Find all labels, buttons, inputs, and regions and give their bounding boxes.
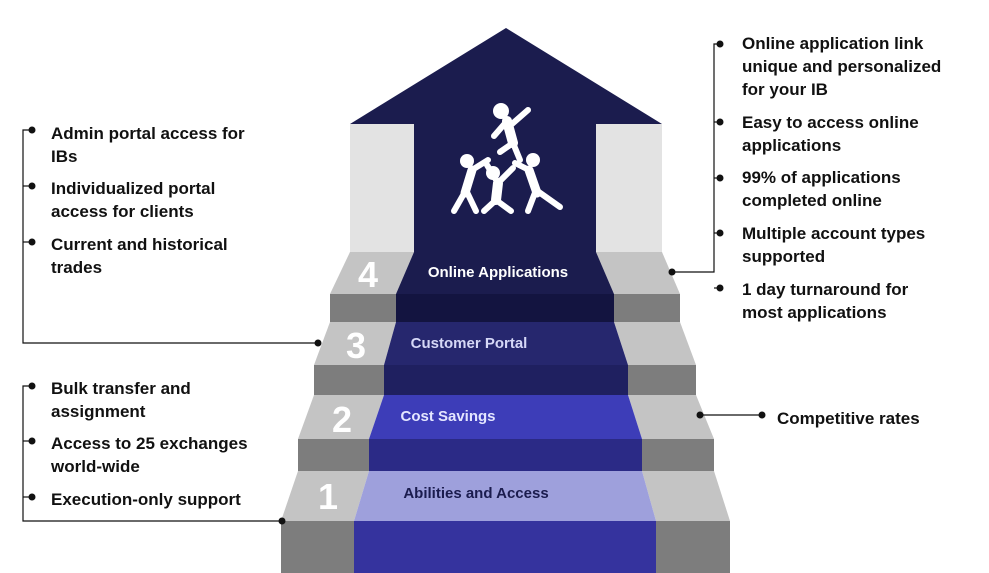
- bullet-line: most applications: [742, 303, 887, 322]
- dot: [28, 437, 36, 445]
- left-bullet-1: Admin portal access for IBs: [51, 122, 245, 168]
- dot: [716, 40, 724, 48]
- right-bullet-5: 1 day turnaround for most applications: [742, 278, 908, 324]
- step2-front: [369, 395, 642, 439]
- bullet-line: world-wide: [51, 457, 140, 476]
- step4-left-riser: [330, 294, 396, 322]
- people-teamwork-icon: [451, 103, 563, 214]
- right-bullet-6: Competitive rates: [777, 407, 920, 430]
- step1-riser: [354, 521, 656, 573]
- left-wall: [350, 124, 414, 252]
- left-bullet-4: Bulk transfer and assignment: [51, 377, 191, 423]
- bullet-line: Competitive rates: [777, 409, 920, 428]
- step3-label: Customer Portal: [411, 335, 528, 352]
- step2-right-tread: [628, 395, 714, 439]
- bullet-line: completed online: [742, 191, 882, 210]
- step4-right-tread: [596, 252, 680, 294]
- step1-front: [354, 471, 656, 521]
- left-bullet-2: Individualized portal access for clients: [51, 177, 215, 223]
- step3-riser: [384, 365, 628, 395]
- step1-right-riser: [656, 521, 730, 573]
- dot: [696, 411, 704, 419]
- step1-right-tread: [642, 471, 730, 521]
- step4-riser: [396, 294, 614, 322]
- connector-step4-right: [672, 43, 717, 273]
- bullet-line: access for clients: [51, 202, 194, 221]
- bullet-line: for your IB: [742, 80, 828, 99]
- dot: [28, 182, 36, 190]
- step3-left-riser: [314, 365, 384, 395]
- bullet-line: Access to 25 exchanges: [51, 434, 248, 453]
- dot: [28, 238, 36, 246]
- dot: [278, 517, 286, 525]
- step1-number: 1: [318, 476, 338, 517]
- bullet-line: trades: [51, 258, 103, 277]
- step2-left-tread: [298, 395, 384, 439]
- dot: [314, 339, 322, 347]
- bullet-line: IBs: [51, 147, 78, 166]
- bullet-line: assignment: [51, 402, 146, 421]
- dot: [758, 411, 766, 419]
- bullet-line: Online application link: [742, 34, 924, 53]
- bullet-line: 99% of applications: [742, 168, 901, 187]
- connector-lines: [22, 43, 760, 522]
- dot: [668, 268, 676, 276]
- connector-step1-left: [22, 385, 281, 522]
- step4-number: 4: [358, 254, 378, 295]
- step1-label: Abilities and Access: [403, 485, 548, 502]
- dot: [716, 229, 724, 237]
- right-bullet-1: Online application link unique and perso…: [742, 32, 941, 101]
- connector-dots: [28, 40, 766, 525]
- step4-front: [396, 252, 614, 294]
- bullet-line: Current and historical: [51, 235, 228, 254]
- dot: [716, 284, 724, 292]
- dot: [28, 493, 36, 501]
- right-bullet-2: Easy to access online applications: [742, 111, 919, 157]
- left-bullet-3: Current and historical trades: [51, 233, 228, 279]
- dot: [28, 382, 36, 390]
- step4-left-tread: [330, 252, 414, 294]
- bullet-line: supported: [742, 247, 826, 266]
- left-bullet-5: Access to 25 exchanges world-wide: [51, 432, 248, 478]
- step3-left-tread: [314, 322, 396, 365]
- bullet-line: Multiple account types: [742, 224, 926, 243]
- step2-right-riser: [642, 439, 714, 471]
- step3-number: 3: [346, 325, 366, 366]
- step4-right-riser: [614, 294, 680, 322]
- dot: [716, 118, 724, 126]
- bullet-line: Bulk transfer and: [51, 379, 191, 398]
- connector-step3-left: [22, 129, 317, 344]
- step2-number: 2: [332, 399, 352, 440]
- right-wall: [596, 124, 662, 252]
- right-bullet-4: Multiple account types supported: [742, 222, 925, 268]
- bullet-line: applications: [742, 136, 842, 155]
- step3-front: [384, 322, 628, 365]
- bullet-line: Admin portal access for: [51, 124, 245, 143]
- step3-right-riser: [628, 365, 696, 395]
- house-body: [414, 122, 596, 253]
- step1-left-riser: [281, 521, 354, 573]
- left-bullet-6: Execution-only support: [51, 488, 241, 511]
- step4-label: Online Applications: [428, 264, 568, 281]
- step2-riser: [369, 439, 642, 471]
- dot: [716, 174, 724, 182]
- bullet-line: Individualized portal: [51, 179, 216, 198]
- bullet-line: Execution-only support: [51, 490, 241, 509]
- step2-left-riser: [298, 439, 369, 471]
- bullet-line: Easy to access online: [742, 113, 919, 132]
- step3-right-tread: [614, 322, 696, 365]
- roof: [350, 28, 662, 124]
- step1-left-tread: [281, 471, 369, 521]
- bullet-line: unique and personalized: [742, 57, 942, 76]
- right-bullet-3: 99% of applications completed online: [742, 166, 901, 212]
- dot: [28, 126, 36, 134]
- bullet-line: 1 day turnaround for: [742, 280, 909, 299]
- step2-label: Cost Savings: [400, 408, 495, 425]
